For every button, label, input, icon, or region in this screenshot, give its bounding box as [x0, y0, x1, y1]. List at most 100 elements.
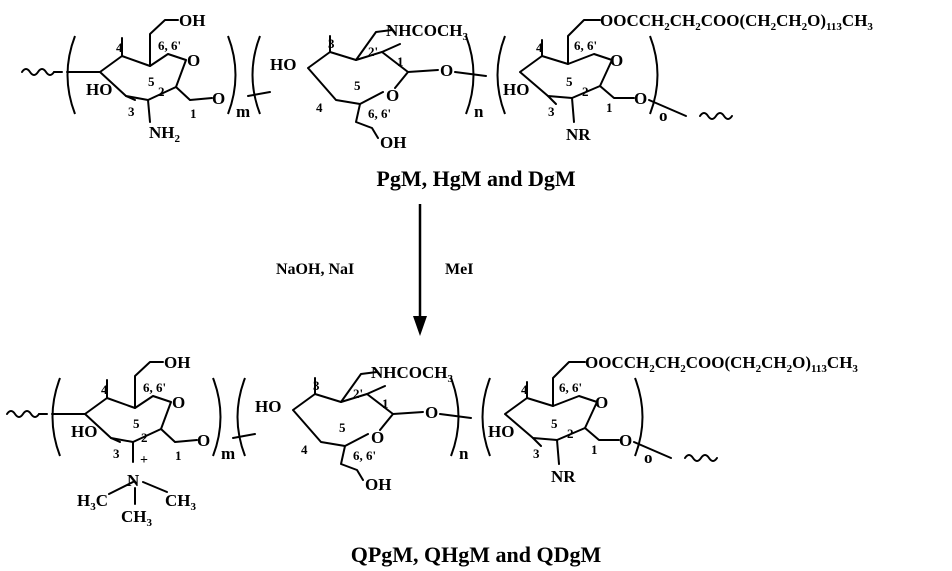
- carbon-4-label-2: 4: [316, 100, 323, 115]
- ring-1-ch2oh: [149, 19, 179, 67]
- end-bond: [648, 99, 687, 117]
- index-m-label: m: [236, 102, 250, 121]
- paren-n-open: [251, 35, 261, 115]
- paren-o-open: [481, 377, 491, 457]
- index-n-label: n: [474, 102, 484, 121]
- ho-label: HO: [86, 80, 112, 99]
- ring-1-subs: [121, 37, 213, 123]
- nhcoch3-label: NHCOCH3: [371, 363, 454, 385]
- carbon-5-label-3: 5: [566, 74, 573, 89]
- ring-3-subs: [541, 19, 635, 123]
- ring-oxygen-label: O: [187, 51, 200, 70]
- paren-m-open: [51, 377, 61, 457]
- paren-o-open: [496, 35, 506, 115]
- reagents-right: MeI: [445, 261, 473, 278]
- ring-2-subs: [329, 29, 401, 139]
- carbon-4-label-2: 4: [301, 442, 308, 457]
- wavy-bond-icon: [699, 112, 733, 120]
- nh2-label: NH2: [149, 123, 181, 145]
- index-n-label: n: [459, 444, 469, 463]
- carbon-66-label-2: 6, 6': [353, 448, 376, 463]
- down-arrow-icon: [413, 316, 427, 336]
- index-o-label: o: [644, 448, 653, 467]
- carbon-2-label: 2: [141, 430, 148, 445]
- reaction-arrow: [413, 204, 427, 336]
- top-polymer: OH O HO NH2 4 6, 6' 5 3 2 1 O m HO NHCOC…: [21, 11, 873, 152]
- ring-oxygen-label-2: O: [386, 86, 399, 105]
- ring-1-ch2oh: [134, 361, 164, 409]
- carbon-2p-label: 2': [368, 44, 378, 59]
- bottom-polymer: OH O HO + N H3C CH3 CH3 4 6, 6' 5 3 2 1 …: [6, 353, 858, 529]
- peg-ester-label: OOCCH2CH2COO(CH2CH2O)113CH3: [600, 11, 873, 33]
- wavy-bond-icon: [684, 454, 718, 462]
- glycosidic-oxygen-label: O: [197, 431, 210, 450]
- glycosidic-bond-2: [407, 69, 439, 73]
- carbon-66-label: 6, 6': [158, 38, 181, 53]
- plus-charge-label: +: [140, 453, 148, 468]
- peg-ester-label: OOCCH2CH2COO(CH2CH2O)113CH3: [585, 353, 858, 375]
- oh-label: OH: [179, 11, 205, 30]
- carbon-5-label: 5: [148, 74, 155, 89]
- carbon-1-label-3: 1: [606, 100, 613, 115]
- top-structure-name: PgM, HgM and DgM: [376, 166, 575, 191]
- paren-o-close: [649, 35, 659, 115]
- carbon-5-label-2: 5: [339, 420, 346, 435]
- wavy-bond-icon: [6, 410, 40, 418]
- carbon-66-label-3: 6, 6': [559, 380, 582, 395]
- carbon-1-label-2: 1: [397, 54, 404, 69]
- glycosidic-bond-2: [392, 411, 424, 415]
- paren-m-close: [212, 377, 222, 457]
- nhcoch3-label: NHCOCH3: [386, 21, 469, 43]
- carbon-4-label-3: 4: [536, 40, 543, 55]
- carbon-4-label: 4: [116, 40, 123, 55]
- ring-1-bonds: [66, 53, 187, 101]
- ring-1-subs: [106, 379, 198, 463]
- carbon-66-label-3: 6, 6': [574, 38, 597, 53]
- ho-label-2: HO: [255, 397, 281, 416]
- nitrogen-label: N: [127, 471, 140, 490]
- ho-label-3: HO: [488, 422, 514, 441]
- glycosidic-oxygen-label-2: O: [440, 61, 453, 80]
- carbon-66-label-2: 6, 6': [368, 106, 391, 121]
- ring-oxygen-label-3: O: [610, 51, 623, 70]
- carbon-3-label-3: 3: [533, 446, 540, 461]
- carbon-2-label-3: 2: [582, 84, 589, 99]
- paren-m-close: [227, 35, 237, 115]
- nr-label: NR: [551, 467, 576, 486]
- paren-n-open: [236, 377, 246, 457]
- carbon-3-label-2: 3: [313, 378, 320, 393]
- carbon-66-label: 6, 6': [143, 380, 166, 395]
- ring-oxygen-label-2: O: [371, 428, 384, 447]
- carbon-5-label: 5: [133, 416, 140, 431]
- ch3-label-bottom: CH3: [121, 507, 153, 529]
- carbon-2-label: 2: [158, 84, 165, 99]
- trimethylammonium-bonds: [108, 481, 168, 505]
- carbon-3-label: 3: [113, 446, 120, 461]
- bottom-structure-name: QPgM, QHgM and QDgM: [351, 542, 602, 567]
- glycosidic-oxygen-label-3: O: [619, 431, 632, 450]
- ring-2-subs: [314, 371, 386, 481]
- paren-o-close: [634, 377, 644, 457]
- carbon-1-label: 1: [190, 106, 197, 121]
- carbon-1-label: 1: [175, 448, 182, 463]
- carbon-4-label-3: 4: [521, 382, 528, 397]
- ring-oxygen-label-3: O: [595, 393, 608, 412]
- ring-oxygen-label: O: [172, 393, 185, 412]
- ho-label: HO: [71, 422, 97, 441]
- ho-label-2: HO: [270, 55, 296, 74]
- glycosidic-oxygen-label-2: O: [425, 403, 438, 422]
- reagents-left: NaOH, NaI: [276, 261, 354, 278]
- carbon-2-label-3: 2: [567, 426, 574, 441]
- carbon-2p-label: 2': [353, 386, 363, 401]
- ho-label-3: HO: [503, 80, 529, 99]
- oh-label-2: OH: [365, 475, 391, 494]
- h3c-label: H3C: [77, 491, 108, 513]
- glycosidic-oxygen-label: O: [212, 89, 225, 108]
- ring-1-bonds: [51, 395, 172, 443]
- glycosidic-oxygen-label-3: O: [634, 89, 647, 108]
- oh-label: OH: [164, 353, 190, 372]
- carbon-1-label-3: 1: [591, 442, 598, 457]
- ch3-label-right: CH3: [165, 491, 197, 513]
- index-o-label: o: [659, 106, 668, 125]
